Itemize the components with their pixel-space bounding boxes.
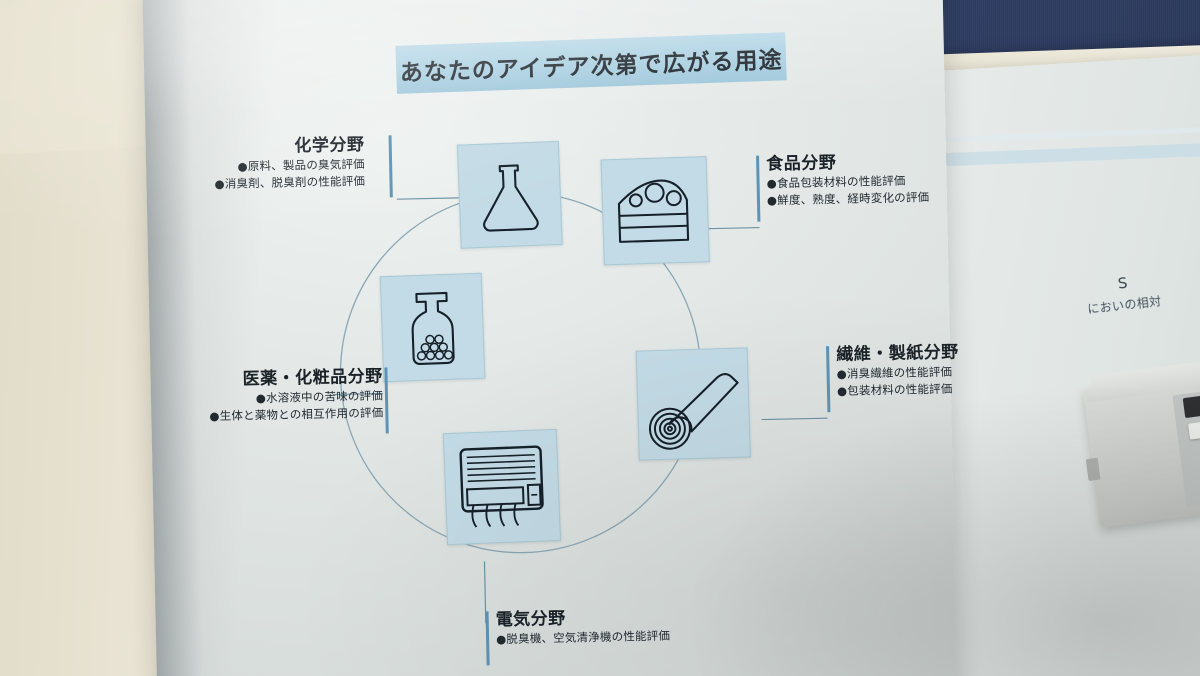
leader-pharma	[332, 392, 383, 396]
right-page-title-fragment: S	[1116, 273, 1129, 293]
item-textile-1: ●包装材料の性能評価	[836, 381, 953, 399]
leader-chemistry	[396, 197, 459, 200]
label-pharma-cosmetics: 医薬・化粧品分野 ●水溶液中の苦味の評価 ●生体と薬物との相互作用の評価	[138, 367, 383, 428]
label-textile-paper: 繊維・製紙分野 ●消臭繊維の性能評価 ●包装材料の性能評価	[836, 342, 960, 401]
leader-textile	[761, 417, 828, 421]
paper-roll-icon	[635, 347, 751, 461]
leader-food	[707, 226, 760, 230]
heading-textile-paper: 繊維・製紙分野	[836, 342, 959, 366]
diagram-connectors	[332, 191, 828, 624]
item-food-1: ●鮮度、熟度、経時変化の評価	[766, 190, 930, 208]
measuring-instrument-photo	[1080, 342, 1200, 540]
right-page-subtitle-fragment: においの相対	[1086, 294, 1163, 317]
label-food: 食品分野 ●食品包装材料の性能評価 ●鮮度、熟度、経時変化の評価	[766, 152, 929, 211]
right-page-accent-band	[913, 138, 1200, 168]
label-electric: 電気分野 ●脱臭機、空気清浄機の性能評価	[496, 608, 671, 649]
label-chemistry: 化学分野 ●原料、製品の臭気評価 ●消臭剤、脱臭剤の性能評価	[214, 134, 366, 194]
brochure-page: あなたのアイデア次第で広がる用途	[142, 0, 960, 676]
medicine-bottle-icon	[379, 272, 486, 383]
air-purifier-icon	[442, 428, 562, 546]
heading-chemistry: 化学分野	[294, 134, 365, 157]
right-page-thin-band	[913, 122, 1200, 145]
item-chemistry-1: ●消臭剤、脱臭剤の性能評価	[214, 174, 366, 192]
cake-slice-icon	[600, 156, 710, 266]
item-electric-0: ●脱臭機、空気清浄機の性能評価	[495, 628, 671, 646]
erlenmeyer-flask-icon	[456, 140, 563, 249]
